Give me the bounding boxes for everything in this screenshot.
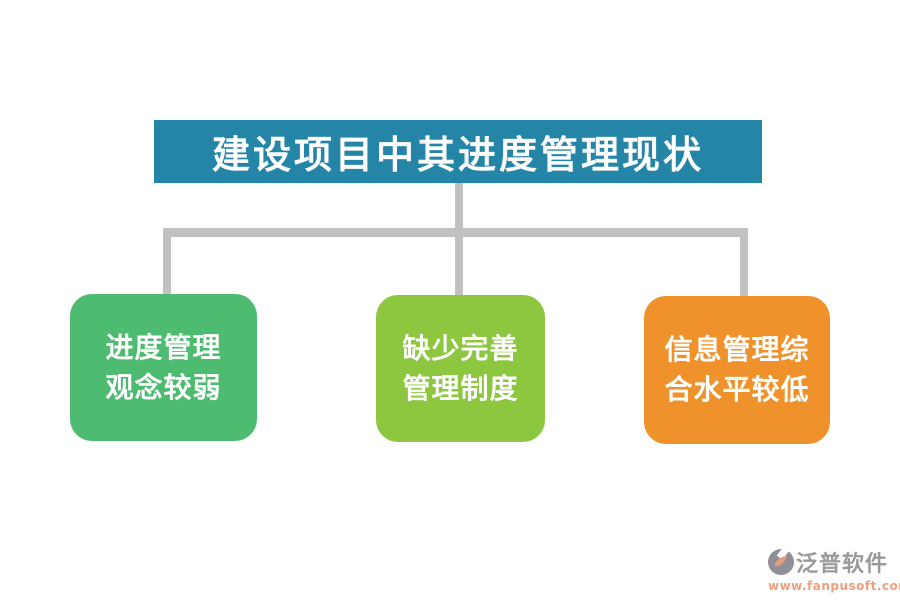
node-label-line: 合水平较低 <box>664 373 810 406</box>
node-weak-concept: 进度管理 观念较弱 <box>70 294 257 441</box>
fanpu-logo-icon <box>768 549 794 575</box>
connector-vertical-right <box>740 228 748 296</box>
node-label-line: 信息管理综 <box>664 333 810 367</box>
diagram-title: 建设项目中其进度管理现状 <box>211 133 704 177</box>
node-missing-system: 缺少完善 管理制度 <box>376 295 545 442</box>
watermark-url: www.fanpusoft.com <box>768 579 900 593</box>
connector-horizontal <box>163 228 748 237</box>
connector-vertical-center <box>455 183 463 296</box>
connector-vertical-left <box>163 228 171 294</box>
node-label-line: 进度管理 <box>105 330 222 364</box>
watermark-brand: 泛普软件 <box>796 552 889 577</box>
title-box: 建设项目中其进度管理现状 <box>154 120 762 183</box>
node-label-line: 观念较弱 <box>105 370 222 404</box>
node-label-line: 管理制度 <box>402 371 519 405</box>
node-label-line: 缺少完善 <box>402 331 519 365</box>
watermark: 泛普软件 www.fanpusoft.com <box>768 546 900 593</box>
node-low-info-level: 信息管理综 合水平较低 <box>644 296 830 444</box>
